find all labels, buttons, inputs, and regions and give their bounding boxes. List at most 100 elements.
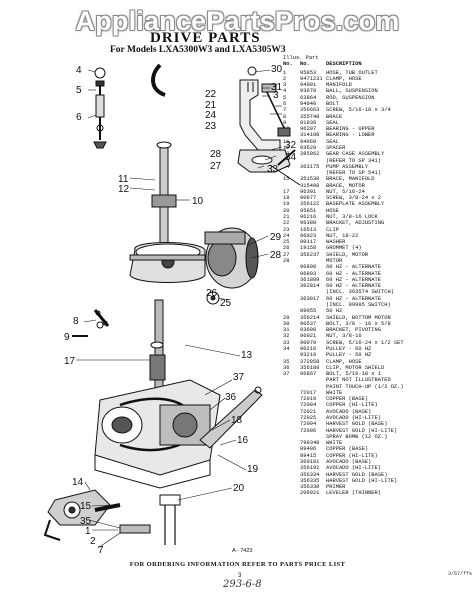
part-no-cell: 90117 [300,239,317,246]
part-no-cell: 356335 [300,477,320,484]
part-no-cell: 72084 [300,402,317,409]
description-cell: GROMMET (4) [326,245,362,252]
table-row: 72021 AVOCADO (BASE) [283,409,473,415]
description-cell: 60 HZ - ALTERNATE [326,264,381,271]
illus-no-cell: 18 [283,195,290,202]
illus-no-cell: 5 [283,94,287,101]
part-no-cell: 94091 [300,82,317,89]
table-row: SPRAY BOMB (12 OZ.) [283,434,473,440]
part-no-cell: 96867 [300,371,317,378]
part-no-cell: 356188 [300,364,320,371]
description-cell: COPPER (HI-LITE) [326,452,378,459]
part-no-cell: 356663 [300,107,320,114]
part-no-cell: 63864 [300,94,317,101]
illus-no-cell: 7 [283,107,287,114]
watermark: AppliancePartsPros.com [75,6,400,36]
description-cell: BRACKET, ADJUSTING [326,220,385,227]
part-no-cell: 90877 [300,195,317,202]
description-cell: BOLT [326,100,339,107]
callout-32: 32 [285,140,297,151]
description-cell: AVOCADO (BASE) [326,408,372,415]
description-cell: COPPER (BASE) [326,396,369,403]
description-cell: NUT, 18-22 [326,232,359,239]
part-no-cell: 96301 [300,188,317,195]
description-cell: PRIMER [326,484,346,491]
description-cell: CLIP, MOTOR SHIELD [326,364,385,371]
description-cell: MANIFOLD [326,82,352,89]
description-cell: HARVEST GOLD (HI-LITE) [326,477,398,484]
description-cell: BRACE, MANIFOLD [326,176,375,183]
illus-no-cell: 2 [283,75,287,82]
part-no-cell: 95853 [300,69,317,76]
callout-35: 35 [80,516,92,527]
description-cell: SPRAY BOMB (12 OZ.) [326,433,388,440]
part-no-cell: 96388 [300,220,317,227]
part-no-cell: 363017 [300,295,320,302]
description-cell: COPPER (HI-LITE) [326,402,378,409]
callout-18: 18 [231,415,243,426]
part-no-cell: 90537 [300,320,317,327]
corner-code: 3/67/ffs [448,571,473,577]
callout-6: 6 [76,112,82,123]
description-cell: HARVEST GOLD (BASE) [326,421,388,428]
description-cell: CLAMP, HOSE [326,75,362,82]
callout-28b: 28 [270,250,282,261]
callout-34: 34 [285,152,297,163]
table-row: PAINT TOUCH-UP (1/2 OZ.) [283,384,473,390]
description-cell: NUT, 5/16-24 [326,188,365,195]
part-no-cell: 90216 [300,345,317,352]
description-cell: ROD, SUSPENSION [326,94,375,101]
illus-no-cell: 20 [283,207,290,214]
part-no-cell: 351538 [300,176,320,183]
part-no-cell: 94040 [300,100,317,107]
callout-20: 20 [233,483,245,494]
part-no-cell: 356237 [300,251,320,258]
illus-no-cell: 36 [283,364,290,371]
part-no-cell: 356330 [300,484,320,491]
part-no-cell: 95851 [300,207,317,214]
callout-2: 2 [90,536,96,547]
column-header-illus-no: No. [283,61,293,68]
description-cell: (INCL. 363574 SWITCH) [326,289,394,296]
table-header-row-2: No. No. DESCRIPTION [283,61,473,67]
part-no-cell: 315498 [300,182,320,189]
hose-clamp-part [159,494,181,506]
table-row: 356335 HARVEST GOLD (HI-LITE) [283,478,473,484]
description-cell: CLAMP, HOSE [326,358,362,365]
part-no-cell: 385062 [300,151,320,158]
description-cell: BRACE [326,113,343,120]
part-no-cell: 72021 [300,408,317,415]
callout-17: 17 [64,356,76,367]
illus-no-cell: 33 [283,339,290,346]
illus-no-cell: 4 [283,88,287,95]
part-no-cell: 96207 [300,126,317,133]
description-cell: HOSE [326,207,339,214]
description-cell: PUMP ASSEMBLY [326,163,369,170]
illus-no-cell: 24 [283,232,290,239]
description-cell: BOLT, 5/16-18 x 1 [326,371,381,378]
bearing-bracket-part [237,149,301,186]
description-cell: (REFER TO SP 541) [326,170,381,177]
description-cell: BALL, SUSPENSION [326,88,378,95]
description-cell: (INCL. 89995 SWITCH) [326,301,391,308]
grommet-part [210,295,216,301]
